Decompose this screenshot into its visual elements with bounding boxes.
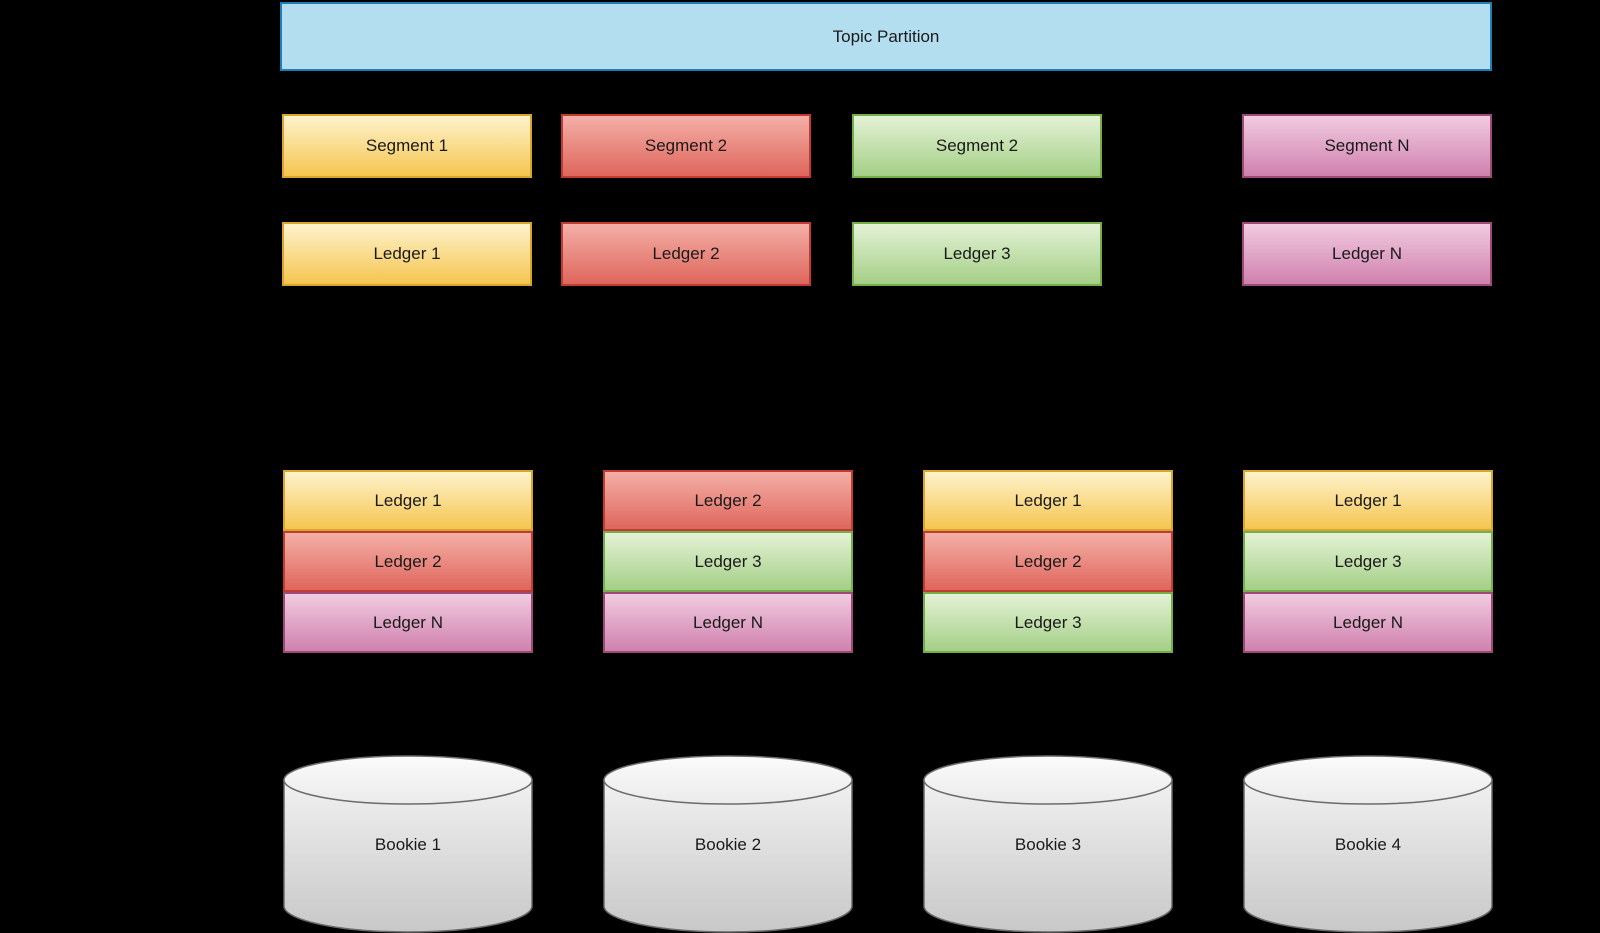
stack-ledger-box: Ledger 2 <box>283 531 533 592</box>
database-cylinder-icon <box>603 755 853 933</box>
database-cylinder-icon <box>283 755 533 933</box>
ledger-box: Ledger N <box>1242 222 1492 286</box>
ledger-stack: Ledger 1 Ledger 3 Ledger N <box>1243 470 1493 653</box>
bookie: Bookie 1 <box>283 755 533 933</box>
bookie: Bookie 3 <box>923 755 1173 933</box>
bookie-label: Bookie 3 <box>1014 835 1082 854</box>
stack-ledger-box: Ledger 1 <box>283 470 533 531</box>
topic-partition-bar: Topic Partition <box>280 2 1492 71</box>
segment-box: Segment N <box>1242 114 1492 178</box>
ledger-box: Ledger 3 <box>852 222 1102 286</box>
stack-ledger-box: Ledger 3 <box>923 592 1173 653</box>
ledger-stack: Ledger 1 Ledger 2 Ledger 3 <box>923 470 1173 653</box>
stack-ledger-box: Ledger N <box>283 592 533 653</box>
stack-ledger-box: Ledger 2 <box>923 531 1173 592</box>
database-cylinder-icon <box>1243 755 1493 933</box>
ledger-stack: Ledger 2 Ledger 3 Ledger N <box>603 470 853 653</box>
stack-ledger-box: Ledger N <box>603 592 853 653</box>
bookie-label: Bookie 4 <box>1334 835 1402 854</box>
bookie-label: Bookie 1 <box>374 835 442 854</box>
stack-ledger-box: Ledger 2 <box>603 470 853 531</box>
bookie: Bookie 4 <box>1243 755 1493 933</box>
ledger-box: Ledger 1 <box>282 222 532 286</box>
bookie: Bookie 2 <box>603 755 853 933</box>
segment-box: Segment 2 <box>852 114 1102 178</box>
bookie-label: Bookie 2 <box>694 835 762 854</box>
ledger-stack: Ledger 1 Ledger 2 Ledger N <box>283 470 533 653</box>
database-cylinder-icon <box>923 755 1173 933</box>
stack-ledger-box: Ledger 1 <box>923 470 1173 531</box>
segment-box: Segment 1 <box>282 114 532 178</box>
stack-ledger-box: Ledger 1 <box>1243 470 1493 531</box>
stack-ledger-box: Ledger 3 <box>603 531 853 592</box>
stack-ledger-box: Ledger 3 <box>1243 531 1493 592</box>
segment-box: Segment 2 <box>561 114 811 178</box>
ledger-box: Ledger 2 <box>561 222 811 286</box>
stack-ledger-box: Ledger N <box>1243 592 1493 653</box>
